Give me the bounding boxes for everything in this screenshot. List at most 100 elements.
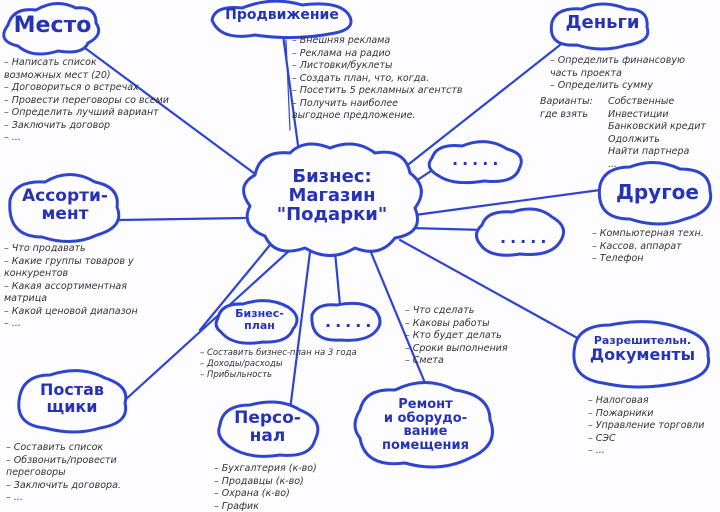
cloud-center [242, 142, 423, 257]
cloud-placeholder-a [427, 140, 523, 185]
list-item: Пожарники [588, 408, 704, 421]
connector-postavshiki [123, 248, 292, 402]
connector-biznes-plan [198, 243, 272, 332]
connector-dokumenty [398, 238, 592, 347]
list-item: Каковы работы [405, 318, 508, 331]
title-line: Ассорти- [22, 186, 108, 206]
list-item: Инвестиции [608, 108, 669, 120]
cloud-dengi [549, 2, 650, 51]
cloud-dokumenty [572, 320, 711, 389]
title-line: мент [41, 203, 89, 224]
placeholder-topic-b: ..... [500, 228, 551, 247]
list-item: Листовки/буклеты [292, 60, 452, 73]
list-item: Управление торговли [588, 420, 705, 433]
branch-title-drugoe: Другое [616, 180, 699, 204]
branch-title-assortiment: Ассорти- мент [15, 186, 115, 224]
list-item: Какие группы товаров у конкурентов [4, 256, 164, 281]
list-item: Охрана (к-во) [214, 488, 317, 501]
cloud-mesto [2, 2, 101, 56]
list-dokumenty: Налоговая Пожарники Управление торговли … [588, 395, 705, 458]
list-item: Продавцы (к-во) [214, 476, 317, 489]
list-item: Обзвонить/провести переговоры [6, 455, 146, 480]
list-item: Бухгалтерия (к-во) [214, 463, 317, 476]
title-line: Персо- [234, 408, 301, 428]
list-item: Сроки выполнения [405, 343, 508, 356]
list-prodvizhenie: Внешняя реклама Реклама на радио Листовк… [292, 35, 463, 123]
list-item: Внешняя реклама [292, 35, 452, 48]
central-topic-line: Бизнес: [292, 166, 372, 187]
cloud-placeholder-c [310, 301, 382, 342]
central-topic-line: Магазин [288, 184, 376, 206]
list-item: Составить список [6, 442, 146, 455]
connector-dengi [393, 43, 562, 177]
title-line: Ремонт [398, 397, 453, 412]
list-item: Что продавать [4, 243, 184, 256]
list-remont: Что сделать Каковы работы Кто будет дела… [405, 305, 508, 368]
title-line: Бизнес- [235, 307, 284, 320]
title-line: Документы [589, 344, 696, 364]
list-item: Определить лучший вариант [4, 107, 159, 120]
connector-placeholder-c [333, 250, 342, 307]
connector-drugoe [413, 188, 602, 217]
title-line: план [244, 318, 275, 332]
list-item: Какая ассортиментная матрица [4, 281, 154, 306]
central-topic-line: "Подарки" [276, 203, 388, 225]
title-line: нал [249, 425, 286, 446]
list-personal: Бухгалтерия (к-во) Продавцы (к-во) Охран… [214, 463, 317, 512]
list-item: Кто будет делать [405, 330, 508, 343]
list-item: Доходы/расходы [200, 359, 357, 370]
list-item: Банковский кредит [608, 121, 706, 132]
title-line: вание [403, 424, 448, 440]
title-line: Постав [39, 380, 105, 399]
list-item: Телефон [592, 253, 704, 266]
branch-title-prodvizhenie: Продвижение [225, 7, 339, 23]
list-item: Получить наиболее выгодное предложение. [292, 98, 442, 123]
branch-title-biznes-plan: Бизнес- план [222, 308, 297, 331]
list-item: Кассов. аппарат [592, 241, 704, 254]
list-item: Налоговая [588, 395, 704, 408]
list-item: Заключить договор [4, 120, 154, 133]
branch-title-dokumenty: Разрешительн. Документы [580, 335, 705, 363]
list-item: ... [6, 492, 146, 505]
connector-remont [368, 248, 432, 397]
cloud-remont [353, 381, 494, 469]
list-item: ... [4, 132, 154, 145]
list-drugoe: Компьютерная техн. Кассов. аппарат Телеф… [592, 228, 704, 266]
branch-title-postavshiki: Постав щики [22, 380, 122, 416]
list-item: Одолжить [608, 133, 660, 145]
cloud-assortiment [8, 173, 121, 243]
list-biznes-plan: Составить бизнес-план на 3 года Доходы/р… [200, 348, 357, 381]
central-topic: Бизнес: Магазин "Подарки" [262, 166, 402, 225]
list-item: ... [608, 158, 618, 170]
title-line: и оборудо- [383, 410, 468, 426]
dengi-variants-label: Варианты: где взять [540, 96, 593, 120]
list-item: Составить бизнес-план на 3 года [200, 348, 357, 359]
cloud-personal [217, 400, 320, 458]
list-item: Посетить 5 рекламных агентств [292, 85, 463, 98]
list-item: ... [4, 318, 184, 331]
list-item: Реклама на радио [292, 48, 452, 61]
list-item: Собственные [608, 96, 675, 107]
branch-title-personal: Персо- нал [225, 408, 310, 446]
list-postavshiki: Составить список Обзвонить/провести пере… [6, 442, 146, 505]
cloud-postavshiki [17, 369, 128, 434]
list-item: Прибыльность [200, 370, 357, 381]
connector-placeholder-b [408, 226, 487, 232]
list-mesto: Написать список возможных мест (20) Дого… [4, 57, 169, 145]
list-dengi-variants: Собственные Инвестиции Банковский кредит… [608, 96, 718, 171]
list-item: Заключить договора. [6, 480, 146, 493]
cloud-drugoe [597, 161, 713, 226]
branch-title-mesto: Место [13, 13, 92, 38]
list-item: Какой ценовой диапазон [4, 306, 184, 319]
list-item: ... [588, 445, 704, 458]
branch-title-remont: Ремонт и оборудо- вание помещения [368, 398, 483, 453]
list-item: График [214, 501, 317, 512]
list-item: Компьютерная техн. [592, 228, 704, 241]
title-line: Разрешительн. [593, 334, 692, 347]
placeholder-topic-a: ..... [452, 150, 503, 169]
list-dengi: Определить финансовую часть проекта Опре… [550, 55, 715, 93]
branch-title-dengi: Деньги [565, 12, 640, 33]
list-item: Что сделать [405, 305, 508, 318]
